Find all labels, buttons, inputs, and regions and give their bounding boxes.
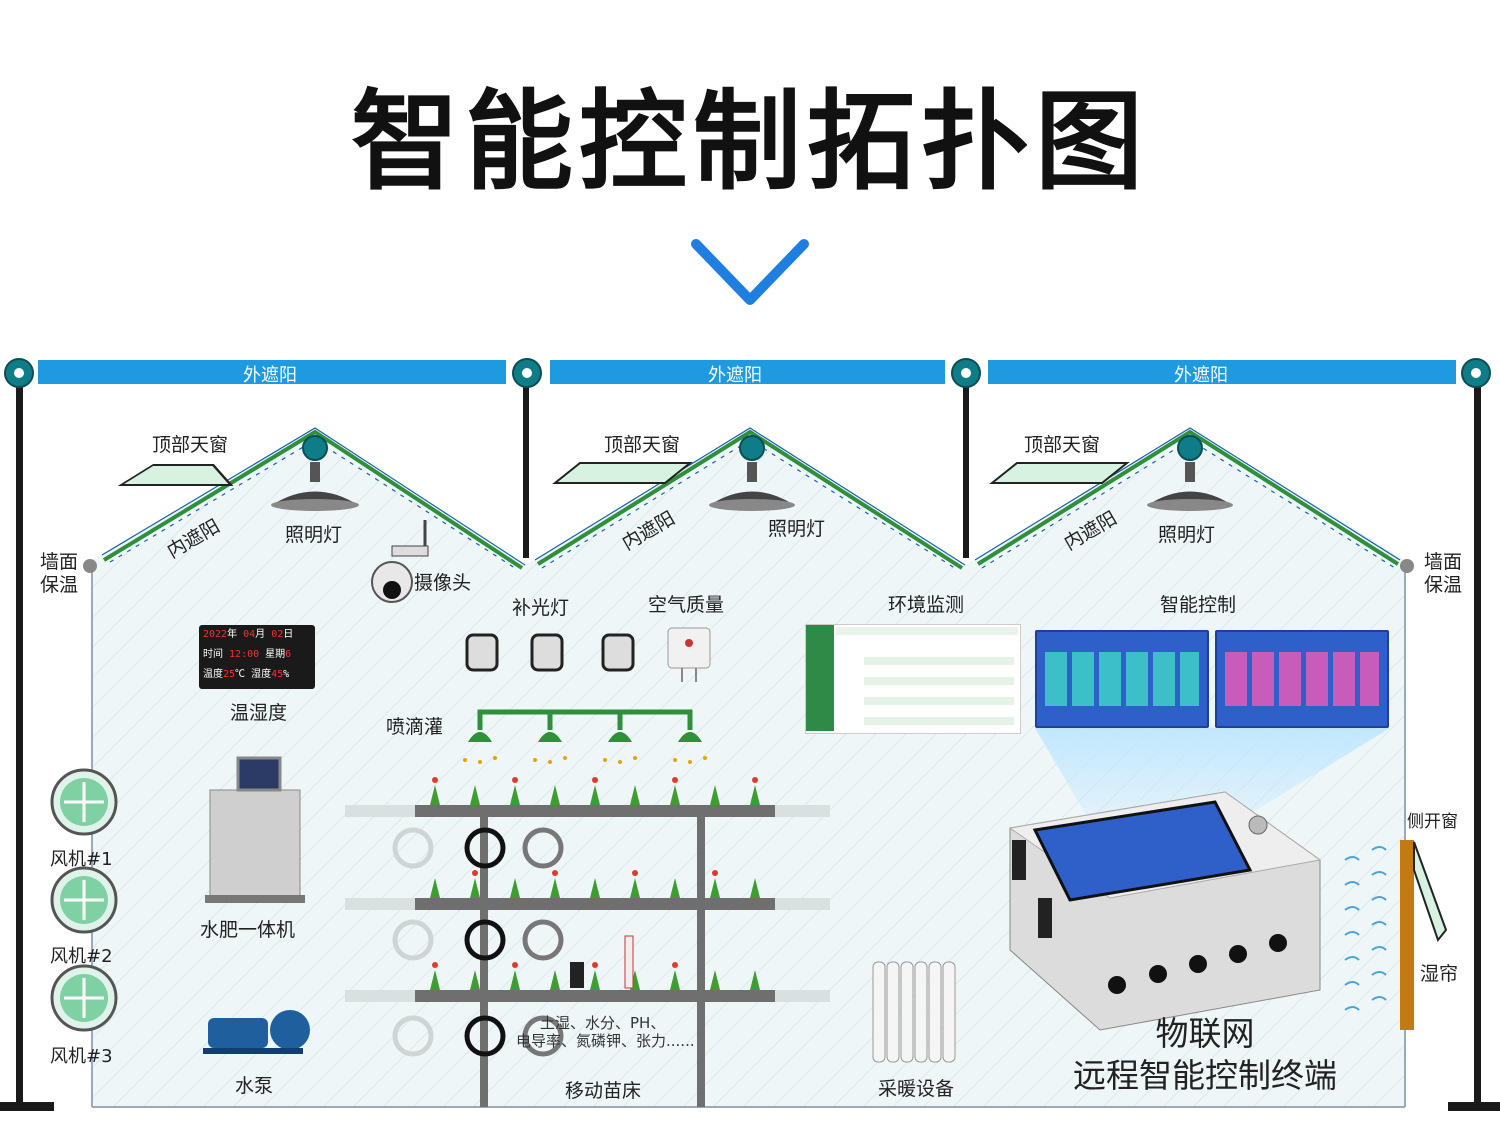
clock-humidity: 45 <box>271 669 284 680</box>
wall-insulation-left-2: 保温 <box>40 574 79 596</box>
fill-light-label: 补光灯 <box>512 597 570 619</box>
fan-label-3: 风机#3 <box>50 1046 113 1067</box>
page-title: 智能控制拓扑图 <box>350 80 1149 205</box>
control-screen-2 <box>1215 630 1389 728</box>
pump-label: 水泵 <box>235 1075 274 1097</box>
clock-weekday-label: 星期 <box>265 649 286 660</box>
temp-humidity-display-icon: 2022年 04月 02日 时间 12:00 星期6 温度25℃ 湿度45% <box>199 625 315 689</box>
smart-control-label: 智能控制 <box>1160 594 1237 616</box>
fan-label-2: 风机#2 <box>50 946 113 967</box>
seedbed-label: 移动苗床 <box>565 1080 642 1102</box>
clock-temp: 25 <box>223 669 236 680</box>
chevron-down-icon <box>691 239 809 305</box>
camera-label: 摄像头 <box>414 572 472 594</box>
temp-humidity-label: 温湿度 <box>230 702 288 724</box>
skylight-label-3: 顶部天窗 <box>1024 434 1101 456</box>
terminal-title-1: 物联网 <box>1155 1014 1255 1053</box>
env-monitor-screenshot <box>805 624 1021 734</box>
terminal-title-2: 远程智能控制终端 <box>1073 1056 1337 1095</box>
wall-insulation-right-1: 墙面 <box>1424 551 1463 573</box>
wet-curtain-label: 湿帘 <box>1420 963 1459 985</box>
clock-day: 02 <box>271 629 284 640</box>
clock-humidity-label: 湿度 <box>251 669 272 680</box>
outer-shade-label-1: 外遮阳 <box>243 365 297 386</box>
clock-time-label: 时间 <box>203 649 223 660</box>
clock-day-unit: 日 <box>283 629 294 640</box>
sprinkler-icon <box>468 732 702 742</box>
outer-shade-label-3: 外遮阳 <box>1174 365 1228 386</box>
wall-insulation-right-2: 保温 <box>1424 574 1463 596</box>
air-quality-label: 空气质量 <box>648 594 725 616</box>
greenhouse-diagram <box>0 358 1500 1111</box>
clock-temp-label: 温度 <box>203 669 223 680</box>
clock-row-time: 时间 12:00 星期6 <box>203 645 311 665</box>
lamp-label-2: 照明灯 <box>768 518 826 540</box>
drip-label: 喷滴灌 <box>386 716 444 738</box>
soil-sensor-label-1: 土湿、水分、PH、 <box>540 1014 666 1032</box>
clock-year: 2022 <box>203 629 228 640</box>
pump-icon <box>203 1010 310 1054</box>
valve-wheel-icon <box>464 827 506 1057</box>
heating-label: 采暖设备 <box>878 1078 955 1100</box>
control-box-icon <box>1008 791 1322 1031</box>
outer-shade-label-2: 外遮阳 <box>708 365 762 386</box>
env-monitor-label: 环境监测 <box>888 594 965 616</box>
clock-weekday: 6 <box>285 649 292 660</box>
lamp-label-1: 照明灯 <box>285 524 343 546</box>
clock-temp-unit: ℃ <box>235 669 246 680</box>
lamp-label-3: 照明灯 <box>1158 524 1216 546</box>
soil-sensor-label-2: 电导率、氮磷钾、张力...... <box>516 1032 695 1050</box>
side-window-label: 侧开窗 <box>1407 812 1458 832</box>
fertigation-label: 水肥一体机 <box>200 919 296 941</box>
clock-row-env: 温度25℃ 湿度45% <box>203 665 311 685</box>
clock-month-unit: 月 <box>255 629 266 640</box>
clock-humidity-unit: % <box>283 669 290 680</box>
skylight-label-2: 顶部天窗 <box>604 434 681 456</box>
fan-label-1: 风机#1 <box>50 849 113 870</box>
control-screen-1 <box>1035 630 1209 728</box>
wall-insulation-left-1: 墙面 <box>40 551 79 573</box>
camera-icon <box>371 520 429 603</box>
clock-month: 04 <box>243 629 256 640</box>
clock-time: 12:00 <box>229 649 260 660</box>
skylight-label-1: 顶部天窗 <box>152 434 229 456</box>
lamp-icon <box>271 462 1233 511</box>
clock-year-unit: 年 <box>227 629 238 640</box>
clock-row-date: 2022年 04月 02日 <box>203 625 311 645</box>
radiator-icon <box>872 961 956 1063</box>
